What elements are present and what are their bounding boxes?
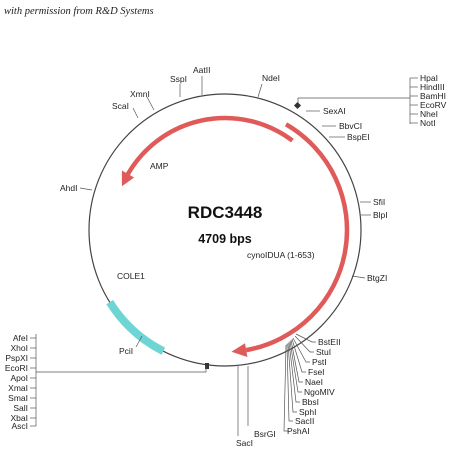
site-label-sspi: SspI — [170, 74, 187, 84]
site-label-sacii: SacII — [295, 416, 314, 426]
site-label-xmai: XmaI — [8, 383, 28, 393]
site-label-hindiii: HindIII — [420, 82, 445, 92]
site-label-pcii: PciI — [119, 346, 133, 356]
plasmid-name: RDC3448 — [188, 203, 263, 222]
site-label-bamhi: BamHI — [420, 91, 446, 101]
cole1-feature-block — [106, 299, 166, 355]
site-label-xmni: XmnI — [130, 89, 150, 99]
site-label-pshai: PshAI — [287, 426, 310, 436]
site-label-asci: AscI — [11, 421, 28, 431]
site-label-bsrgi: BsrGI — [254, 429, 276, 439]
left-group-ticks — [30, 337, 36, 427]
site-label-sphi: SphI — [299, 407, 317, 417]
site-label-ecorv: EcoRV — [420, 100, 447, 110]
site-label-bbsi: BbsI — [302, 397, 319, 407]
site-label-saci: SacI — [236, 438, 253, 448]
site-label-ahdi: AhdI — [60, 183, 78, 193]
amp-feature-arrow — [125, 115, 294, 177]
cynoidua-feature-arrow — [245, 122, 350, 353]
site-label-naei: NaeI — [305, 377, 323, 387]
site-label-afei: AfeI — [13, 333, 28, 343]
site-label-bsteii: BstEII — [318, 337, 341, 347]
site-label-bbvci: BbvCI — [339, 121, 362, 131]
cole1-label: COLE1 — [117, 271, 145, 281]
site-label-ecori: EcoRI — [5, 363, 28, 373]
cynoidua-label: cynoIDUA (1-653) — [247, 250, 315, 260]
site-label-aatii: AatII — [193, 65, 210, 75]
site-label-apoi: ApoI — [11, 373, 29, 383]
site-label-nhei: NheI — [420, 109, 438, 119]
site-label-noti: NotI — [420, 118, 436, 128]
site-label-psti: PstI — [312, 357, 327, 367]
site-label-xhoi: XhoI — [11, 343, 29, 353]
cloning-site-marker-top — [293, 101, 302, 110]
site-label-scai: ScaI — [112, 101, 129, 111]
site-label-ndei: NdeI — [262, 73, 280, 83]
site-label-sali: SalI — [13, 403, 28, 413]
site-label-smai: SmaI — [8, 393, 28, 403]
site-label-blpi: BlpI — [373, 210, 388, 220]
plasmid-backbone — [88, 93, 362, 367]
site-label-sexai: SexAI — [323, 106, 346, 116]
site-label-xbai: XbaI — [11, 413, 29, 423]
plasmid-size: 4709 bps — [198, 232, 252, 246]
amp-label: AMP — [150, 161, 169, 171]
site-label-btgzi: BtgZI — [367, 273, 387, 283]
site-label-fsei: FseI — [308, 367, 325, 377]
site-label-hpai: HpaI — [420, 73, 438, 83]
cloning-site-marker-bottom — [205, 363, 209, 369]
amp-feature-arrowhead — [121, 170, 135, 187]
site-label-pspxi: PspXI — [5, 353, 28, 363]
credit-line: with permission from R&D Systems — [4, 6, 154, 17]
site-label-sfii: SfiI — [373, 197, 385, 207]
site-label-stui: StuI — [316, 347, 331, 357]
site-label-bspei: BspEI — [347, 132, 370, 142]
cynoidua-feature-arrowhead — [231, 343, 248, 357]
site-label-ngomiv: NgoMIV — [304, 387, 335, 397]
